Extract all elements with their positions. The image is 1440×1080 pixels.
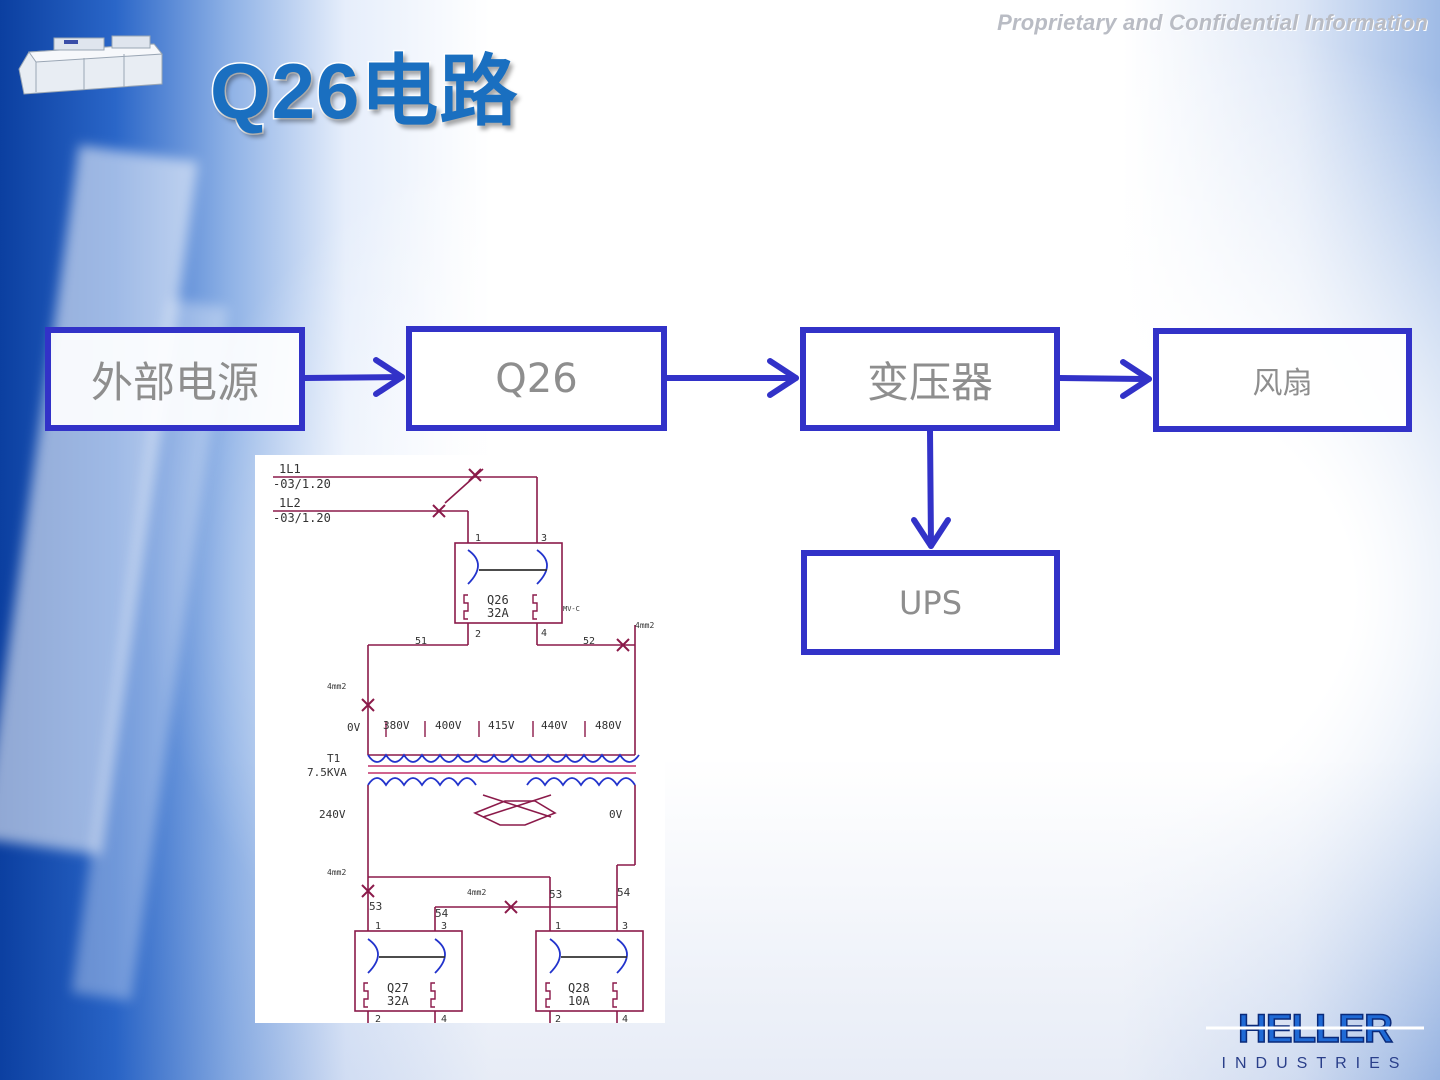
q27-rating: 32A — [387, 994, 409, 1008]
tap-415v: 415V — [488, 719, 515, 732]
wire-54-right: 54 — [617, 886, 631, 899]
circuit-schematic: 1L1 -03/1.20 1L2 -03/1.20 1 3 Q26 32A MV… — [255, 455, 665, 1023]
tap-380v: 380V — [383, 719, 410, 732]
q27-pin1: 1 — [375, 921, 381, 932]
q27-pin4: 4 — [441, 1014, 447, 1023]
q28-rating: 10A — [568, 994, 590, 1008]
q26-pin2: 2 — [475, 629, 481, 640]
label-1l2: 1L2 — [279, 496, 301, 510]
q28-pin2: 2 — [555, 1014, 561, 1023]
wire-size-lower-mid: 4mm2 — [467, 888, 486, 897]
arrow-transformer-to-ups — [914, 431, 948, 546]
q28-pin4: 4 — [622, 1014, 628, 1023]
tap-400v: 400V — [435, 719, 462, 732]
t1-name: T1 — [327, 752, 340, 765]
wire-51: 51 — [415, 636, 427, 647]
q26-pin3: 3 — [541, 533, 547, 544]
q26-side-label: MV-C — [563, 605, 580, 613]
q27-name: Q27 — [387, 981, 409, 995]
q26-rating: 32A — [487, 606, 509, 620]
label-1l1-ref: -03/1.20 — [273, 477, 331, 491]
label-1l2-ref: -03/1.20 — [273, 511, 331, 525]
q27-pin3: 3 — [441, 921, 447, 932]
label-1l1: 1L1 — [279, 462, 301, 476]
wire-size-top: 4mm2 — [635, 621, 654, 630]
wire-52: 52 — [583, 636, 595, 647]
tap-440v: 440V — [541, 719, 568, 732]
q26-pin1: 1 — [475, 533, 481, 544]
wire-53-left: 53 — [369, 900, 382, 913]
wire-53-right: 53 — [549, 888, 562, 901]
t1-rating: 7.5KVA — [307, 766, 347, 779]
q27-pin2: 2 — [375, 1014, 381, 1023]
q26-pin4: 4 — [541, 628, 547, 639]
q26-name: Q26 — [487, 593, 509, 607]
wire-size-lower-left: 4mm2 — [327, 868, 346, 877]
tap-0v: 0V — [347, 721, 361, 734]
sec-240v: 240V — [319, 808, 346, 821]
sec-0v: 0V — [609, 808, 623, 821]
tap-480v: 480V — [595, 719, 622, 732]
wire-size-left: 4mm2 — [327, 682, 346, 691]
heller-logo-sub: INDUSTRIES — [1222, 1055, 1409, 1072]
arrow-power-to-q26 — [305, 360, 402, 394]
q28-pin3: 3 — [622, 921, 628, 932]
q28-pin1: 1 — [555, 921, 561, 932]
wire-54-left: 54 — [435, 907, 449, 920]
arrow-transformer-to-fan — [1060, 362, 1149, 396]
arrow-q26-to-transformer — [667, 361, 796, 395]
heller-logo: HELLER INDUSTRIES — [1200, 1008, 1430, 1072]
q28-name: Q28 — [568, 981, 590, 995]
